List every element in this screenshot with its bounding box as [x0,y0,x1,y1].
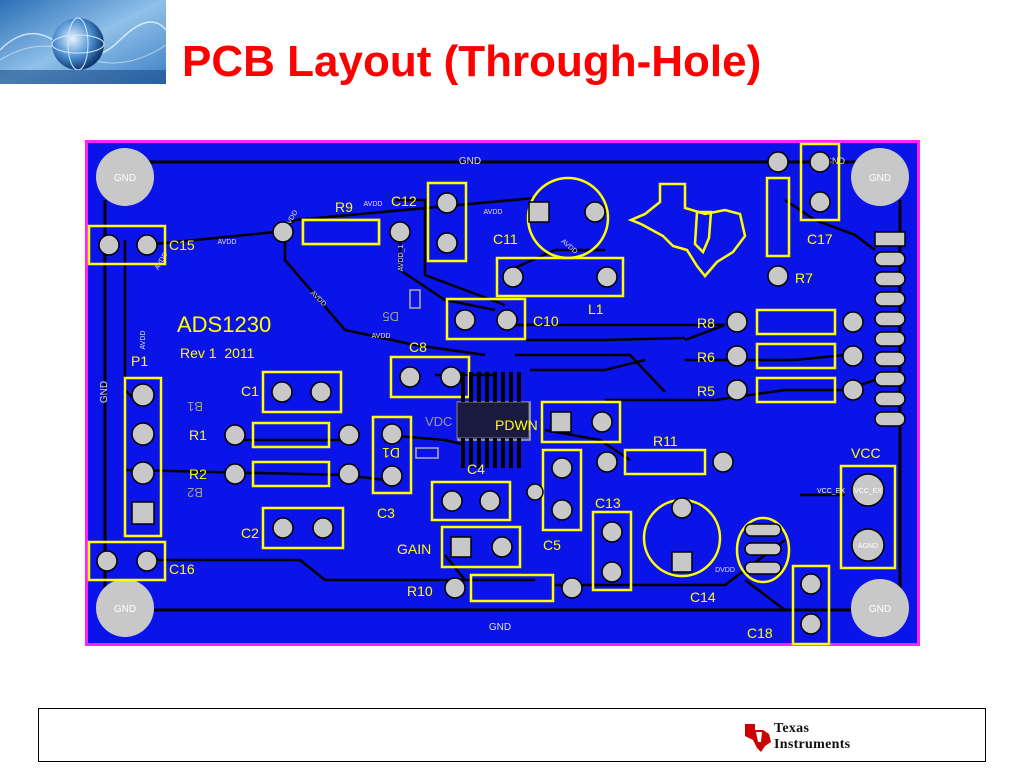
texas-instruments-logo [745,724,771,752]
bottom-labels: D5 B1 B2 VDC [187,309,452,500]
label-r10: R10 [407,583,433,599]
label-vcc: VCC [851,445,881,461]
label-c13: C13 [595,495,621,511]
label-c16: C16 [169,561,195,577]
net-avdd-r9: AVDD [364,201,383,208]
label-pdwn: PDWN [495,417,538,433]
label-c12: C12 [391,193,417,209]
board-revision: Rev 1 2011 [180,345,255,361]
label-c10: C10 [533,313,559,329]
net-gnd-c17: GND [825,156,846,166]
label-r2: R2 [189,466,207,482]
label-d1: D1 [382,445,400,461]
crystal-pads [744,523,782,575]
label-c11: C11 [493,231,518,247]
pcb-board: GND GND GND GND GND GND GND GND AVDD AVD… [85,140,920,646]
designators: C15 C16 P1 R9 C12 C11 L1 C10 C8 C1 R1 R2… [131,193,881,641]
mount-gnd-label-br: GND [869,604,891,615]
label-r6: R6 [697,349,715,365]
mount-gnd-label-tl: GND [114,173,136,184]
header-globe-logo [0,0,166,84]
label-vdc: VDC [425,414,452,429]
label-r7: R7 [795,270,813,286]
net-avdd-c15: AVDD [218,239,237,246]
header-connector [874,231,906,427]
pads [96,151,885,635]
mount-gnd-label-bl: GND [114,604,136,615]
label-l1: L1 [588,301,604,317]
label-c8: C8 [409,339,427,355]
mount-gnd-label-tr: GND [869,173,891,184]
label-c18: C18 [747,625,773,641]
resistor-bodies [301,218,381,246]
label-d5: D5 [382,309,399,324]
label-b1: B1 [187,399,203,414]
ti-brand-line1: Texas [774,721,810,736]
footer-box [38,708,986,762]
label-c2: C2 [241,525,259,541]
net-gnd-top: GND [459,156,481,167]
net-dvdd: DVDD [715,567,735,574]
net-gnd-bottom: GND [489,622,511,633]
net-avdd-c11: AVDD [484,209,503,216]
label-c15: C15 [169,237,195,253]
ic-pins [461,372,521,468]
label-c14: C14 [690,589,716,605]
net-avdd-vert: AVDD [140,331,147,350]
label-c5: C5 [543,537,561,553]
agnd-label: AGND [858,543,878,550]
label-c3: C3 [377,505,395,521]
board-name: ADS1230 [177,312,271,337]
label-b2: B2 [187,485,203,500]
vcc-ex-label-left: VCC_EX [817,488,845,495]
net-gnd-left: GND [99,381,110,403]
ti-brand-line2: Instruments [774,737,851,752]
signal-traces [123,196,876,611]
label-r5: R5 [697,383,715,399]
label-gain: GAIN [397,541,431,557]
label-r11: R11 [653,433,678,449]
net-avdd-mid: AVDD [372,333,391,340]
label-c1: C1 [241,383,259,399]
slide-title: PCB Layout (Through-Hole) [182,37,762,86]
texas-state-icon [627,182,747,278]
globe-icon [52,18,104,70]
label-r8: R8 [697,315,715,331]
label-r1: R1 [189,427,207,443]
label-c17: C17 [807,231,833,247]
mounting-holes [96,148,909,637]
label-p1: P1 [131,353,148,369]
label-r9: R9 [335,199,353,215]
vcc-ex-label: VCC_EX [854,488,882,495]
net-avdd1: AVDD_1 [398,245,405,272]
label-c4: C4 [467,461,485,477]
